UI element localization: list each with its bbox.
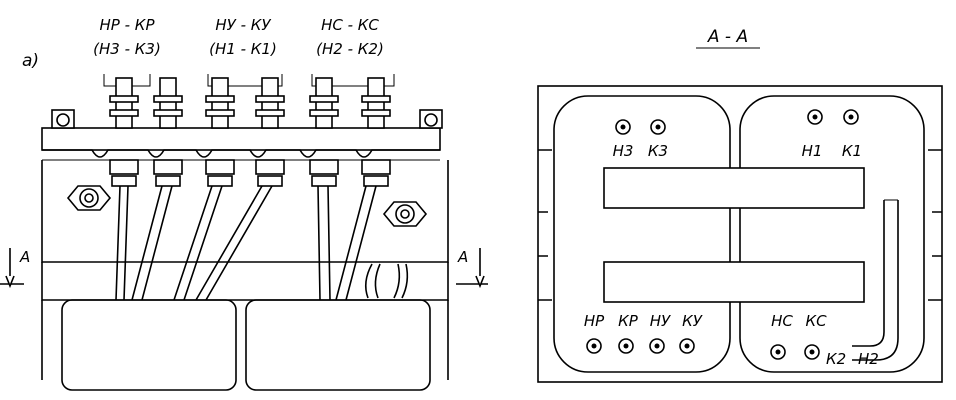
section-outer-frame [537, 85, 943, 383]
section-marker-right: А [456, 248, 488, 289]
svg-text:НР: НР [584, 312, 605, 330]
lead-label-k2: К2 [826, 350, 846, 368]
terminal-h3: Н3 [613, 119, 634, 160]
frame-lower [41, 262, 449, 301]
frame-sides [41, 300, 449, 380]
terminal-hc: НС [770, 312, 793, 360]
terminal-stud-3 [205, 77, 235, 187]
terminal-stud-4 [255, 77, 285, 187]
section-title: А - А [707, 27, 748, 47]
mount-nut-left [51, 109, 75, 129]
group-2-line1: НУ - КУ [215, 16, 271, 34]
core-bar-lower [603, 261, 865, 303]
group-3-line2: (Н2 - К2) [316, 40, 384, 58]
coil-left [61, 299, 237, 391]
view-section: А - А Н3 К3 Н1 К1 [537, 27, 943, 383]
svg-text:КУ: КУ [682, 312, 703, 330]
figure-label: а) [22, 51, 39, 71]
svg-text:НУ: НУ [650, 312, 671, 330]
terminal-ku: КУ [679, 312, 703, 354]
terminal-stud-1 [109, 77, 139, 187]
lead-label-h2: Н2 [858, 350, 879, 368]
section-marker-right-label: А [457, 248, 468, 266]
svg-text:К1: К1 [842, 142, 862, 160]
section-coil-right [739, 95, 925, 373]
terminal-kc: КС [804, 312, 827, 360]
terminal-kr: КР [618, 312, 639, 354]
svg-text:Н3: Н3 [613, 142, 634, 160]
terminal-stud-6 [361, 77, 391, 187]
terminal-stud-2 [153, 77, 183, 187]
frame-ticks-right [928, 149, 942, 301]
terminal-k3: К3 [648, 119, 668, 160]
core-bar-upper [603, 167, 865, 209]
group-label-3: НС - КС (Н2 - К2) [316, 16, 384, 58]
insulating-strip [42, 149, 440, 158]
section-coil-left [553, 95, 731, 373]
terminal-stud-5 [309, 77, 339, 187]
group-3-bracket [311, 74, 395, 87]
group-label-2: НУ - КУ (Н1 - К1) [209, 16, 277, 58]
terminal-board [41, 127, 441, 151]
group-3-line1: НС - КС [321, 16, 379, 34]
svg-text:К3: К3 [648, 142, 668, 160]
terminal-hr: НР [584, 312, 605, 354]
group-2-bracket [207, 74, 283, 87]
coil-right [245, 299, 431, 391]
group-2-line2: (Н1 - К1) [209, 40, 277, 58]
hex-bolt-right [382, 201, 428, 227]
svg-text:Н1: Н1 [802, 142, 823, 160]
svg-text:КС: КС [805, 312, 827, 330]
section-marker-left-label: А [19, 248, 30, 266]
group-1-line2: (Н3 - К3) [93, 40, 161, 58]
view-a: а) НР - КР (Н3 - К3) НУ - КУ (Н1 - К1) Н… [0, 16, 488, 391]
frame-upper [41, 160, 449, 263]
svg-text:КР: КР [618, 312, 639, 330]
terminal-h1: Н1 [802, 109, 823, 160]
mount-nut-right [419, 109, 443, 129]
svg-text:НС: НС [771, 312, 793, 330]
section-marker-left: А [0, 248, 30, 289]
terminal-hu: НУ [649, 312, 671, 354]
group-label-1: НР - КР (Н3 - К3) [93, 16, 161, 58]
frame-ticks-left [538, 149, 552, 301]
group-1-line1: НР - КР [100, 16, 156, 34]
lead-h2 [852, 200, 899, 361]
hex-bolt-left [66, 185, 112, 211]
terminal-k1: К1 [842, 109, 862, 160]
lead-wires [115, 185, 409, 301]
